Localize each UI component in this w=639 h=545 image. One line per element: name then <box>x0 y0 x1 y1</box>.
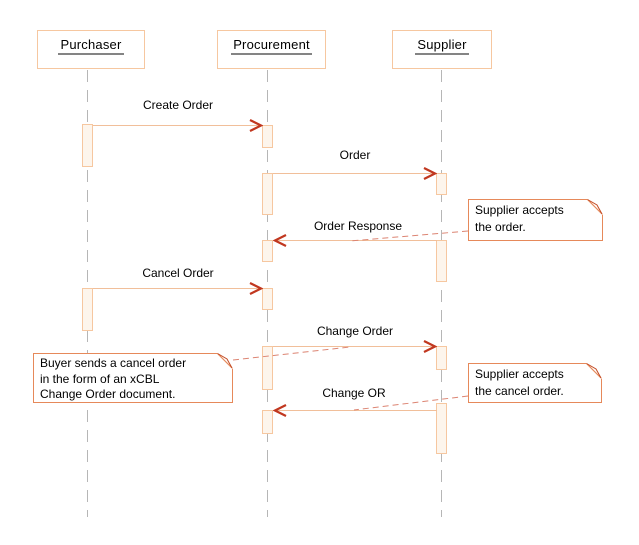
note-fold-icon <box>217 353 233 369</box>
activation-bar <box>436 173 447 195</box>
message-line <box>93 125 262 126</box>
note-text: in the form of an xCBL <box>40 371 160 386</box>
message-label: Cancel Order <box>142 266 214 280</box>
activation-bar <box>262 410 273 434</box>
actor-box-procurement: Procurement <box>217 30 326 69</box>
arrowhead-left-icon <box>273 404 287 417</box>
message-line <box>273 346 436 347</box>
note-fold-icon <box>587 199 603 215</box>
note-anchor-line <box>232 346 351 361</box>
arrowhead-left-icon <box>273 234 287 247</box>
actor-name: Supplier <box>415 37 469 55</box>
activation-bar <box>262 173 273 215</box>
note-buyer-sends-cancel-order: Buyer sends a cancel order in the form o… <box>33 353 233 403</box>
message-line <box>275 240 437 241</box>
actor-name: Procurement <box>231 37 312 55</box>
message-line <box>273 173 436 174</box>
message-label: Change Order <box>316 324 394 338</box>
arrowhead-right-icon <box>249 119 263 132</box>
note-text: the order. <box>475 220 526 234</box>
message-line <box>93 288 262 289</box>
actor-name: Purchaser <box>58 37 124 55</box>
message-label: Create Order <box>142 98 214 112</box>
activation-bar <box>436 346 447 370</box>
message-label: Change OR <box>322 386 386 400</box>
arrowhead-right-icon <box>423 340 437 353</box>
message-label: Order <box>339 148 371 162</box>
arrowhead-right-icon <box>249 282 263 295</box>
message-label: Order Response <box>313 219 403 233</box>
lifeline-supplier <box>441 70 442 517</box>
activation-bar <box>436 403 447 454</box>
activation-bar <box>262 346 273 390</box>
note-fold-icon <box>586 363 602 379</box>
note-text: Supplier accepts <box>475 203 564 217</box>
note-text: Buyer sends a cancel order <box>40 356 187 370</box>
activation-bar <box>82 124 93 167</box>
note-supplier-accepts-order: Supplier accepts the order. <box>468 199 603 241</box>
activation-bar <box>262 125 273 148</box>
note-text: the cancel order. <box>475 384 564 398</box>
actor-box-purchaser: Purchaser <box>37 30 145 69</box>
arrowhead-right-icon <box>423 167 437 180</box>
activation-bar <box>82 288 93 331</box>
activation-bar <box>262 240 273 262</box>
activation-bar <box>436 240 447 282</box>
note-text: Change Order document. <box>40 387 176 401</box>
activation-bar <box>262 288 273 310</box>
note-text: Supplier accepts <box>475 367 564 381</box>
message-line <box>275 410 437 411</box>
actor-box-supplier: Supplier <box>392 30 492 69</box>
note-supplier-accepts-cancel-order: Supplier accepts the cancel order. <box>468 363 602 403</box>
